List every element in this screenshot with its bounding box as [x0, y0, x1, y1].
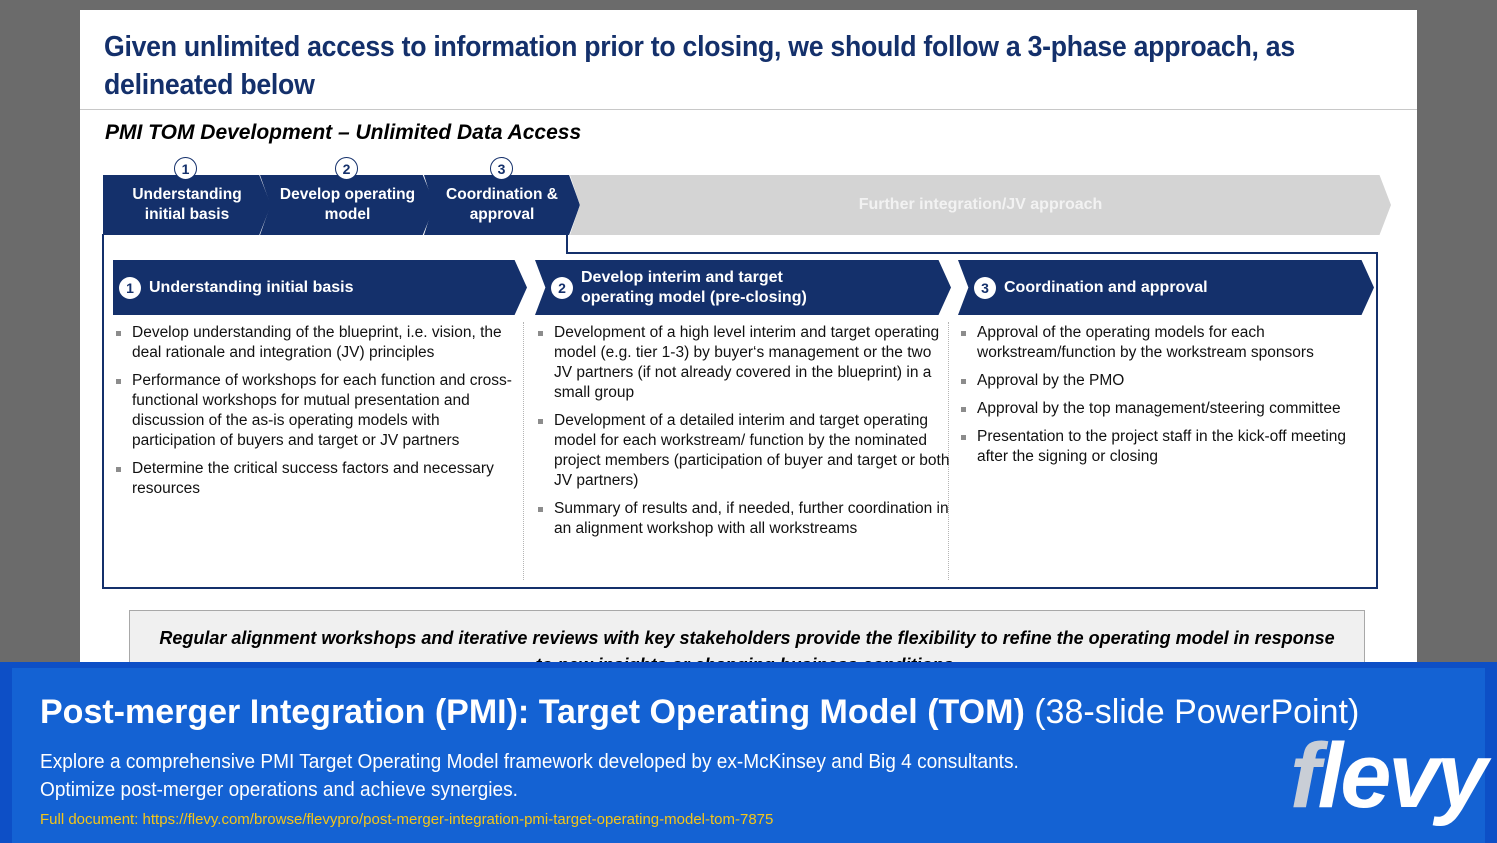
phase-1-chevron: Understanding initial basis	[103, 175, 271, 235]
column-2-bullets: Development of a high level interim and …	[535, 323, 951, 539]
promo-title-slide-count: (38-slide PowerPoint)	[1034, 693, 1360, 731]
alignment-banner: Regular alignment workshops and iterativ…	[129, 610, 1365, 670]
phase-2-label: Develop operating model	[279, 186, 416, 223]
promo-title-main: Post-merger Integration (PMI): Target Op…	[40, 693, 1025, 731]
column-1-number: 1	[119, 276, 141, 299]
title-divider	[80, 109, 1417, 110]
bullet-item: Approval by the top management/steering …	[958, 399, 1374, 419]
phase-3-number: 3	[490, 157, 513, 180]
column-develop: 2 Develop interim and target operating m…	[535, 260, 951, 547]
column-3-number: 3	[974, 276, 996, 299]
flevy-logo: flevy	[1290, 725, 1488, 827]
phase-1-number: 1	[174, 157, 197, 180]
phase-3-label: Coordination & approval	[446, 186, 558, 223]
slide-subtitle: PMI TOM Development – Unlimited Data Acc…	[105, 121, 582, 144]
bullet-item: Presentation to the project staff in the…	[958, 427, 1374, 467]
column-coordination: 3 Coordination and approval Approval of …	[958, 260, 1374, 475]
phase-2-chevron: Develop operating model	[260, 175, 435, 235]
promo-description: Explore a comprehensive PMI Target Opera…	[40, 748, 1063, 804]
further-integration-label: Further integration/JV approach	[858, 196, 1103, 213]
column-2-header: 2 Develop interim and target operating m…	[535, 260, 951, 315]
full-document-link[interactable]: Full document: https://flevy.com/browse/…	[40, 811, 774, 828]
bullet-item: Development of a high level interim and …	[535, 323, 951, 403]
bullet-item: Performance of workshops for each functi…	[113, 371, 527, 451]
promo-description-line-2: Optimize post-merger operations and achi…	[40, 778, 518, 801]
slide: Given unlimited access to information pr…	[80, 10, 1417, 670]
bullet-item: Development of a detailed interim and ta…	[535, 411, 951, 491]
detail-frame	[102, 252, 1378, 589]
promo-title: Post-merger Integration (PMI): Target Op…	[40, 690, 1359, 734]
column-3-heading: Coordination and approval	[1004, 278, 1208, 296]
detail-frame-top-edge	[566, 252, 1378, 254]
column-understanding: 1 Understanding initial basis Develop un…	[113, 260, 527, 507]
column-divider	[948, 322, 949, 580]
slide-title: Given unlimited access to information pr…	[104, 31, 1295, 101]
promo-panel	[12, 668, 1485, 843]
column-divider	[523, 322, 524, 580]
bullet-item: Determine the critical success factors a…	[113, 459, 527, 499]
promo-footer	[0, 662, 1497, 843]
further-integration-chevron: Further integration/JV approach	[570, 175, 1391, 235]
column-1-bullets: Develop understanding of the blueprint, …	[113, 323, 527, 499]
phase-2-number: 2	[335, 157, 358, 180]
detail-frame-connector	[566, 234, 568, 254]
column-2-heading: Develop interim and target operating mod…	[581, 268, 807, 306]
bullet-item: Approval of the operating models for eac…	[958, 323, 1374, 363]
phase-1-label: Understanding initial basis	[132, 186, 242, 223]
column-1-header: 1 Understanding initial basis	[113, 260, 527, 315]
bullet-item: Summary of results and, if needed, furth…	[535, 499, 951, 539]
detail-frame-left-edge	[102, 234, 104, 254]
column-3-header: 3 Coordination and approval	[958, 260, 1374, 315]
phase-3-chevron: Coordination & approval	[424, 175, 580, 235]
column-3-bullets: Approval of the operating models for eac…	[958, 323, 1374, 467]
bullet-item: Approval by the PMO	[958, 371, 1374, 391]
bullet-item: Develop understanding of the blueprint, …	[113, 323, 527, 363]
promo-description-line-1: Explore a comprehensive PMI Target Opera…	[40, 750, 1019, 773]
column-2-number: 2	[551, 276, 573, 299]
column-1-heading: Understanding initial basis	[149, 278, 354, 296]
